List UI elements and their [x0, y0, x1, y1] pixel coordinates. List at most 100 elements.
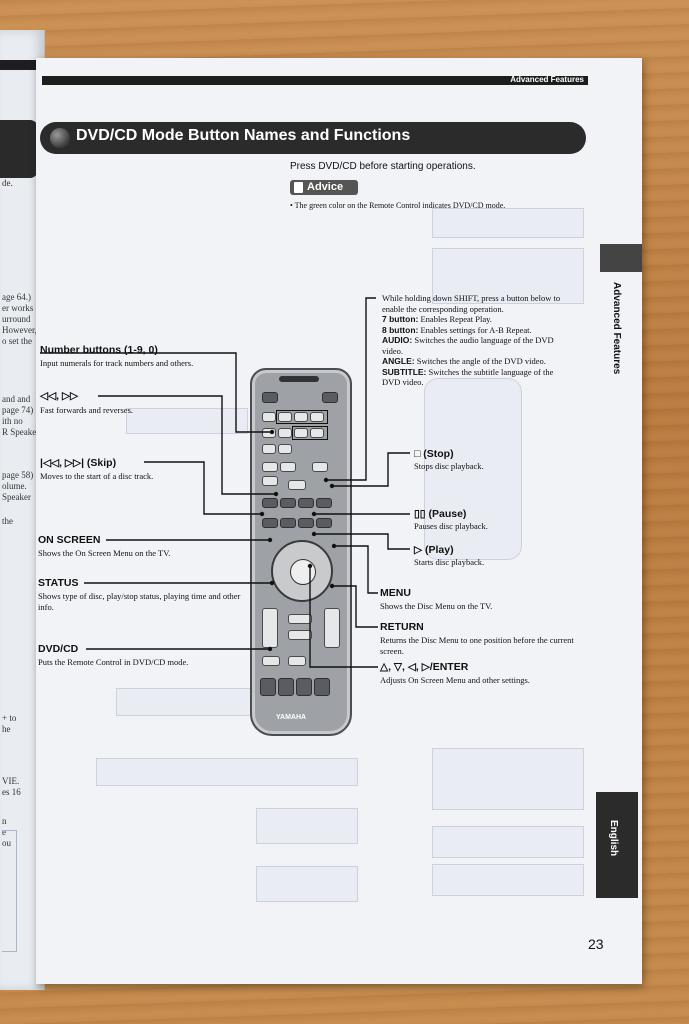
left-page-title-block: [0, 120, 38, 178]
on-screen-label: ON SCREEN: [38, 534, 101, 546]
number-button-7: [294, 428, 308, 438]
leader-shift: [326, 297, 376, 481]
bleed-through-box: [432, 826, 584, 858]
shift-8-button: 8 button: Enables settings for A-B Repea…: [382, 325, 572, 336]
left-page-text: es 16: [2, 787, 21, 797]
subtitle-button: [288, 480, 306, 490]
remote-button: [262, 462, 278, 472]
left-page-header-bar: [0, 60, 40, 70]
remote-button: [316, 518, 332, 528]
leader-number-buttons: [40, 352, 272, 433]
number-button-2: [278, 412, 292, 422]
section-header-label: Advanced Features: [510, 75, 584, 84]
remote-button: [314, 678, 330, 696]
status-desc: Shows type of disc, play/stop status, pl…: [38, 591, 241, 612]
pause-label: ▯▯ (Pause): [414, 508, 467, 520]
shift-intro: While holding down SHIFT, press a button…: [382, 293, 561, 314]
stop-desc: Stops disc playback.: [414, 461, 484, 471]
rewind-button: [280, 498, 296, 508]
bleed-through-box: [96, 758, 358, 786]
remote-button: [288, 614, 312, 624]
remote-button: [280, 462, 296, 472]
direction-pad: [271, 540, 333, 602]
stop-button: [312, 462, 328, 472]
left-page-text: e: [2, 827, 6, 837]
leader-return: [332, 585, 378, 628]
left-page-text: urround: [2, 314, 31, 324]
leader-play: [314, 533, 410, 550]
dvd-cd-label: DVD/CD: [38, 643, 79, 655]
skip-desc: Moves to the start of a disc track.: [40, 471, 154, 481]
left-page-text: ith no: [2, 416, 23, 426]
tv-power-button: [322, 392, 338, 403]
left-page-text: er works: [2, 303, 34, 313]
bleed-through-box: [432, 864, 584, 896]
remote-button: [288, 656, 306, 666]
language-tab-label: English: [608, 820, 619, 857]
intro-text: Press DVD/CD before starting operations.: [290, 161, 476, 172]
enter-button: [290, 559, 316, 585]
advice-text: • The green color on the Remote Control …: [290, 201, 506, 210]
play-button: [298, 518, 314, 528]
remote-button: [296, 678, 312, 696]
left-page-text: R Speaker: [2, 427, 40, 437]
number-button-3: [294, 412, 308, 422]
callout-lines: [40, 297, 410, 668]
left-page-text: and and: [2, 394, 31, 404]
leader-enter: [309, 566, 378, 668]
leader-stop: [332, 452, 410, 487]
pause-button: [298, 498, 314, 508]
shift-7-button: 7 button: Enables Repeat Play.: [382, 314, 572, 325]
leader-fast-forward: [98, 395, 276, 495]
title-bullet-icon: [50, 128, 70, 148]
left-page-text: olume.: [2, 481, 27, 491]
fast-forward-button: [316, 498, 332, 508]
left-page-text: Speaker: [2, 492, 31, 502]
shift-7-desc: Enables Repeat Play.: [420, 314, 492, 324]
remote-button: [260, 678, 276, 696]
page-title-banner: DVD/CD Mode Button Names and Functions: [40, 122, 586, 154]
number-buttons-desc: Input numerals for track numbers and oth…: [40, 358, 194, 368]
bleed-through-box: [126, 408, 248, 434]
left-page-text: the: [2, 516, 13, 526]
left-page-text: However,: [2, 325, 37, 335]
language-tab: English: [596, 792, 638, 898]
left-page-text: VIE.: [2, 776, 20, 786]
remote-brand-logo: YAMAHA: [276, 714, 307, 721]
menu-label: MENU: [380, 587, 411, 599]
bleed-through-box: [432, 248, 584, 304]
return-desc: Returns the Disc Menu to one position be…: [380, 635, 574, 656]
shift-audio-label: AUDIO:: [382, 335, 413, 345]
skip-forward-button: [262, 518, 278, 528]
number-button-0: [278, 444, 292, 454]
left-page-text: de.: [2, 178, 13, 188]
left-page-text: page 74): [2, 405, 34, 415]
manual-page: Advanced Features DVD/CD Mode Button Nam…: [36, 58, 642, 984]
advice-note-icon: [294, 182, 303, 193]
bleed-through-box: [256, 808, 358, 844]
fast-forward-desc: Fast forwards and reverses.: [40, 405, 133, 415]
page-title: DVD/CD Mode Button Names and Functions: [76, 127, 411, 144]
enter-desc: Adjusts On Screen Menu and other setting…: [380, 675, 530, 685]
return-label: RETURN: [380, 621, 424, 633]
left-page-text: + to: [2, 713, 17, 723]
number-button-1: [262, 412, 276, 422]
left-page-text: ou: [2, 838, 11, 848]
shift-8-label: 8 button:: [382, 324, 419, 335]
shift-instructions: While holding down SHIFT, press a button…: [382, 293, 572, 388]
advice-label: Advice: [307, 181, 344, 193]
advice-badge: Advice: [290, 180, 358, 195]
number-button-9: [262, 444, 276, 454]
shift-audio-desc: Switches the audio language of the DVD v…: [382, 335, 554, 356]
play-desc: Starts disc playback.: [414, 557, 485, 567]
leader-skip: [144, 461, 262, 515]
bleed-through-box: [432, 748, 584, 810]
status-label: STATUS: [38, 577, 79, 589]
dvd-cd-button: [262, 656, 280, 666]
shift-8-desc: Enables settings for A-B Repeat.: [420, 324, 532, 335]
page-number: 23: [588, 936, 604, 952]
side-tab-marker: [600, 244, 642, 272]
remote-button: [280, 518, 296, 528]
menu-desc: Shows the Disc Menu on the TV.: [380, 601, 493, 611]
number-button-8: [310, 428, 324, 438]
